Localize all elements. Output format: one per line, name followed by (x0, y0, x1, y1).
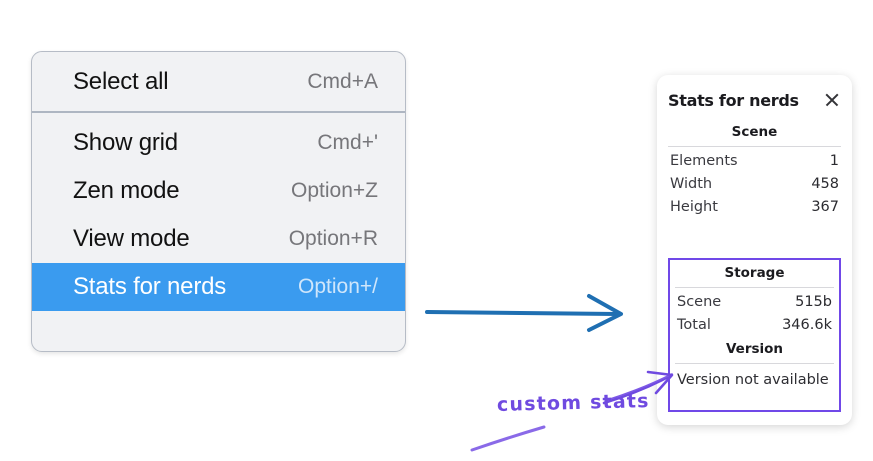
menu-item-show-grid[interactable]: Show grid Cmd+' (32, 119, 405, 167)
scene-section: Scene Elements 1 Width 458 Height 367 (668, 121, 841, 218)
stat-key: Height (670, 198, 718, 215)
menu-item-zen-mode[interactable]: Zen mode Option+Z (32, 167, 405, 215)
stat-key: Elements (670, 152, 738, 169)
stat-value: 458 (811, 175, 839, 192)
menu-item-view-mode[interactable]: View mode Option+R (32, 215, 405, 263)
menu-item-label: Zen mode (73, 177, 180, 204)
menu-group-2: Show grid Cmd+' Zen mode Option+Z View m… (32, 113, 405, 316)
version-value: Version not available (677, 372, 829, 388)
stat-row: Elements 1 (668, 149, 841, 172)
version-section-heading: Version (725, 341, 784, 357)
menu-item-label: Stats for nerds (73, 273, 227, 300)
menu-item-shortcut: Option+Z (291, 179, 378, 202)
stats-panel-header: Stats for nerds (668, 87, 841, 113)
stat-row: Scene 515b (675, 290, 834, 313)
menu-group-1: Select all Cmd+A (32, 52, 405, 111)
menu-item-stats-for-nerds[interactable]: Stats for nerds Option+/ (32, 263, 405, 311)
menu-item-shortcut: Cmd+A (307, 70, 378, 93)
context-menu[interactable]: Select all Cmd+A Show grid Cmd+' Zen mod… (31, 51, 406, 352)
menu-item-label: View mode (73, 225, 190, 252)
menu-item-label: Show grid (73, 129, 178, 156)
stat-row: Width 458 (668, 172, 841, 195)
menu-divider (32, 111, 405, 113)
stat-value: 367 (811, 198, 839, 215)
custom-stats-highlight-box: Storage Scene 515b Total 346.6k Version … (668, 258, 841, 412)
stat-value: 515b (795, 293, 832, 310)
menu-item-select-all[interactable]: Select all Cmd+A (32, 58, 405, 106)
scene-section-heading: Scene (731, 124, 778, 140)
stat-key: Total (677, 316, 711, 333)
menu-item-shortcut: Cmd+' (317, 131, 378, 154)
stats-panel-title: Stats for nerds (668, 90, 799, 110)
close-icon[interactable] (823, 91, 841, 109)
menu-item-shortcut: Option+/ (298, 275, 378, 298)
menu-item-shortcut: Option+R (288, 227, 378, 250)
stat-value: 346.6k (782, 316, 832, 333)
menu-item-label: Select all (73, 68, 169, 95)
storage-section-heading: Storage (724, 265, 785, 281)
blue-arrow (425, 294, 623, 332)
section-divider (668, 146, 841, 147)
stat-row: Height 367 (668, 195, 841, 218)
stat-row: Total 346.6k (675, 313, 834, 336)
stat-value: 1 (829, 152, 839, 169)
stats-for-nerds-panel: Stats for nerds Scene Elements 1 Width 4… (657, 75, 852, 425)
section-divider (675, 287, 834, 288)
storage-section: Storage Scene 515b Total 346.6k (675, 260, 834, 336)
version-section: Version Version not available (675, 336, 834, 388)
section-divider (675, 363, 834, 364)
purple-underline-stroke (470, 425, 546, 452)
stat-key: Width (670, 175, 713, 192)
stat-key: Scene (677, 293, 722, 310)
custom-stats-annotation-label: custom stats (496, 390, 650, 416)
